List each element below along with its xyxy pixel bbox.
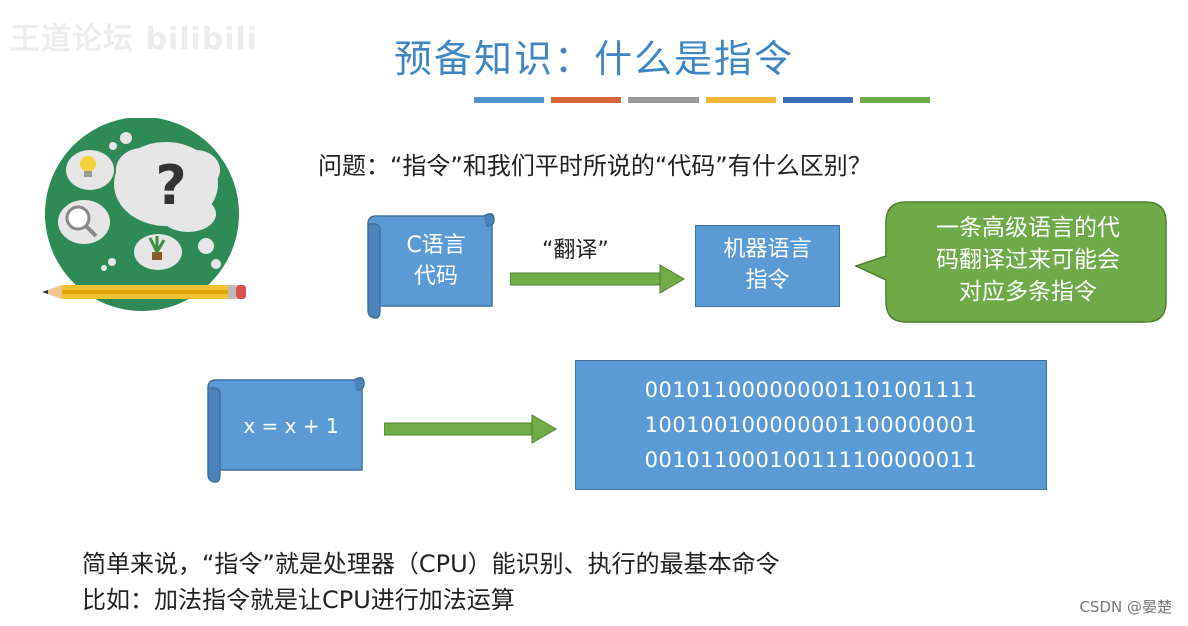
credit-watermark: CSDN @晏楚: [1079, 598, 1172, 616]
translate-arrow-icon: [510, 264, 685, 294]
code-example-text: x = x + 1: [243, 414, 339, 438]
bubble-line-3: 对应多条指令: [959, 279, 1097, 306]
speech-bubble-shape: [853, 201, 1167, 323]
summary-text: 简单来说，“指令”就是处理器（CPU）能识别、执行的最基本命令 比如：加法指令就…: [82, 546, 780, 618]
stripe-3: [628, 97, 699, 103]
speech-bubble-text: 一条高级语言的代 码翻译过来可能会 对应多条指令: [898, 212, 1158, 309]
stripe-6: [859, 97, 931, 103]
title-underline-stripes: [474, 97, 931, 103]
summary-line-2: 比如：加法指令就是让CPU进行加法运算: [82, 586, 515, 614]
stripe-2: [551, 97, 622, 103]
machine-line-1: 机器语言: [723, 237, 812, 263]
thinking-illustration: ?: [42, 118, 246, 311]
watermark: 王道论坛 bilibili: [10, 22, 259, 57]
stripe-4: [705, 97, 776, 103]
magnifier-icon: [65, 205, 98, 238]
c-code-line-2: 代码: [413, 264, 458, 289]
machine-line-2: 指令: [745, 268, 790, 293]
c-code-scroll: C语言 代码: [382, 222, 490, 302]
compile-arrow-icon: [384, 414, 557, 444]
binary-line-1: 001011000000001101001111: [644, 377, 978, 402]
lightbulb-icon: [80, 156, 96, 177]
code-example-scroll-shape: [207, 377, 365, 483]
pencil-icon: [42, 285, 246, 299]
slide-title: 预备知识：什么是指令: [393, 37, 794, 81]
binary-line-2: 100100100000001100000001: [644, 412, 978, 437]
plant-icon: [148, 236, 166, 260]
stripe-5: [782, 97, 853, 103]
stripe-1: [474, 97, 545, 103]
question-text: 问题：“指令”和我们平时所说的“代码”有什么区别？: [318, 152, 872, 180]
binary-line-3: 001011000100111100000011: [644, 447, 978, 472]
c-code-line-1: C语言: [406, 233, 466, 259]
c-code-scroll-shape: [367, 213, 495, 319]
question-mark-icon: ?: [155, 154, 186, 217]
summary-line-1: 简单来说，“指令”就是处理器（CPU）能识别、执行的最基本命令: [82, 550, 780, 578]
translate-label: “翻译”: [542, 238, 609, 263]
bubble-line-1: 一条高级语言的代: [936, 215, 1120, 241]
machine-instruction-box: 机器语言 指令: [695, 225, 840, 307]
bubble-line-2: 码翻译过来可能会: [936, 247, 1120, 274]
binary-instructions-box: 001011000000001101001111 100100100000001…: [575, 360, 1047, 490]
